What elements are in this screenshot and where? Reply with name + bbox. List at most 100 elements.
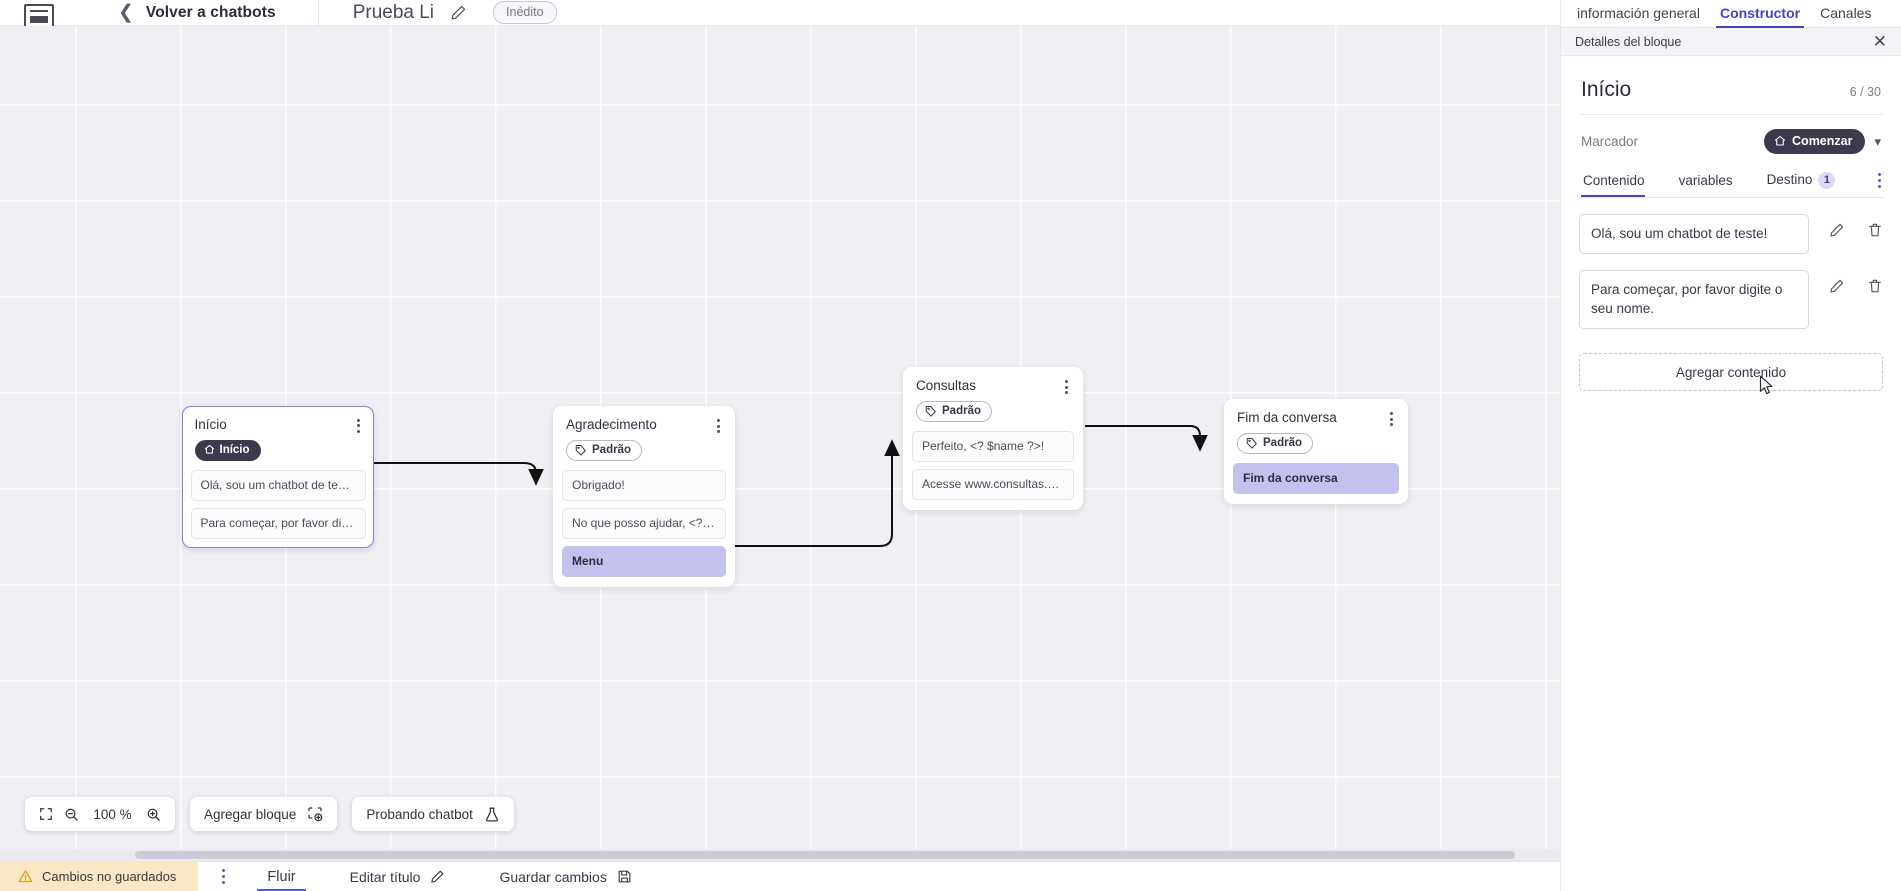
- mouse-cursor: [1759, 375, 1775, 397]
- content-item-text[interactable]: Olá, sou um chatbot de teste!: [1579, 214, 1809, 255]
- node-tag-row: Padrão: [912, 394, 1074, 424]
- marcador-value-group[interactable]: Comenzar ▾: [1764, 129, 1881, 154]
- zoom-controls: 100 %: [25, 797, 175, 831]
- edit-title-label: Editar título: [349, 868, 421, 885]
- node-title: Consultas: [916, 378, 977, 393]
- add-block-label: Agregar bloque: [204, 806, 297, 822]
- marcador-value-pill[interactable]: Comenzar: [1764, 129, 1866, 154]
- tab-informacion-general[interactable]: información general: [1577, 5, 1700, 21]
- trash-icon[interactable]: [1867, 222, 1883, 238]
- tab-constructor[interactable]: Constructor: [1710, 5, 1810, 28]
- panel-tabs: información general Constructor Canales: [1561, 0, 1901, 28]
- pencil-icon[interactable]: [1829, 222, 1845, 238]
- flow-node-agradecimento[interactable]: Agradecimento Padrão Obrigado! No que po…: [553, 406, 735, 587]
- tag-icon: [575, 445, 586, 456]
- status-badge: Inédito: [493, 1, 557, 24]
- chevron-down-icon[interactable]: ▾: [1874, 133, 1881, 149]
- content-item-actions: [1809, 270, 1883, 294]
- node-tag-row: Início: [191, 433, 366, 463]
- node-title: Início: [194, 416, 227, 432]
- tag-icon: [1246, 438, 1257, 449]
- node-menu-icon[interactable]: [1065, 376, 1074, 394]
- node-menu-item[interactable]: Menu: [562, 546, 726, 577]
- home-icon: [1774, 135, 1786, 146]
- close-icon[interactable]: ✕: [1872, 32, 1887, 51]
- content-item-row: Olá, sou um chatbot de teste!: [1579, 214, 1883, 255]
- save-changes-button[interactable]: Guardar cambios: [481, 862, 649, 891]
- top-bar: ❮ Volver a chatbots Prueba Li Inédito: [0, 0, 1560, 30]
- trash-icon[interactable]: [1867, 278, 1883, 294]
- back-to-chatbots-link[interactable]: Volver a chatbots: [145, 3, 276, 21]
- node-menu-icon[interactable]: [356, 415, 366, 433]
- edit-bot-title-icon[interactable]: [450, 4, 467, 21]
- tab-contenido[interactable]: Contenido: [1581, 173, 1659, 197]
- node-menu-item[interactable]: Fim da conversa: [1233, 463, 1399, 494]
- canvas-horizontal-scrollbar[interactable]: [0, 849, 1560, 861]
- marcador-label: Marcador: [1581, 134, 1639, 149]
- save-changes-label: Guardar cambios: [499, 868, 607, 885]
- back-chevron-icon[interactable]: ❮: [118, 2, 134, 23]
- node-menu-icon[interactable]: [717, 415, 726, 433]
- node-tag-label: Padrão: [592, 444, 631, 456]
- unsaved-changes-indicator: Cambios no guardados: [0, 861, 199, 891]
- node-header: Início: [191, 415, 366, 433]
- fit-screen-icon[interactable]: [39, 807, 53, 821]
- marcador-row: Marcador Comenzar ▾: [1579, 115, 1883, 168]
- node-message[interactable]: Perfeito, <? $name ?>!: [912, 431, 1074, 462]
- node-header: Consultas: [912, 376, 1074, 394]
- node-message[interactable]: Acesse www.consultas.com par...: [912, 469, 1074, 500]
- tab-variables[interactable]: variables: [1678, 173, 1733, 188]
- node-message[interactable]: Para começar, por favor digite o ...: [190, 507, 366, 539]
- flow-node-fim-da-conversa[interactable]: Fim da conversa Padrão Fim da conversa: [1224, 399, 1408, 504]
- tab-canales[interactable]: Canales: [1820, 5, 1872, 21]
- node-tag-default: Padrão: [566, 440, 642, 461]
- node-tag-label: Padrão: [1263, 437, 1302, 449]
- bot-title: Prueba Li: [352, 1, 435, 23]
- save-icon: [617, 869, 632, 884]
- status-bar-menu-icon[interactable]: [198, 869, 249, 884]
- flow-node-inicio[interactable]: Início Início Olá, sou um chatbot de tes…: [182, 406, 374, 548]
- node-message[interactable]: Obrigado!: [562, 470, 726, 501]
- marcador-value-label: Comenzar: [1792, 134, 1853, 148]
- content-item-text[interactable]: Para começar, por favor digite o seu nom…: [1579, 270, 1809, 330]
- pencil-icon: [430, 869, 445, 884]
- flow-node-consultas[interactable]: Consultas Padrão Perfeito, <? $name ?>! …: [903, 367, 1083, 510]
- app-logo-icon[interactable]: [22, 0, 56, 30]
- node-tag-label: Início: [219, 443, 250, 456]
- tab-fluir[interactable]: Fluir: [249, 862, 313, 891]
- node-tag-row: Padrão: [1233, 426, 1399, 456]
- flask-icon: [484, 806, 500, 823]
- warning-icon: [18, 869, 33, 884]
- node-tag-row: Padrão: [562, 433, 726, 463]
- canvas-toolbar: 100 % Agregar bloque Probando chatbot: [25, 797, 514, 831]
- panel-tabs-menu-icon[interactable]: [1878, 173, 1881, 188]
- zoom-level: 100 %: [93, 806, 132, 822]
- tag-icon: [925, 406, 936, 417]
- block-title-row: Início 6 / 30: [1579, 56, 1883, 115]
- node-message[interactable]: No que posso ajudar, <? $name ...: [562, 508, 726, 539]
- test-chatbot-label: Probando chatbot: [366, 806, 473, 822]
- add-block-button[interactable]: Agregar bloque: [190, 797, 338, 831]
- add-content-button[interactable]: Agregar contenido: [1579, 353, 1883, 392]
- node-menu-icon[interactable]: [1390, 408, 1399, 426]
- zoom-in-icon[interactable]: [146, 807, 161, 822]
- edit-title-button[interactable]: Editar título: [332, 862, 464, 891]
- zoom-out-icon[interactable]: [64, 807, 79, 822]
- tab-destino-label: Destino: [1766, 172, 1813, 187]
- scrollbar-thumb[interactable]: [135, 851, 1515, 859]
- toolbar-divider: [317, 0, 319, 30]
- home-icon: [204, 444, 214, 454]
- node-message[interactable]: Olá, sou um chatbot de teste!: [190, 469, 366, 501]
- test-chatbot-button[interactable]: Probando chatbot: [352, 797, 514, 831]
- char-counter: 6 / 30: [1849, 85, 1881, 99]
- pencil-icon[interactable]: [1829, 278, 1845, 294]
- status-bar: Cambios no guardados Fluir Editar título…: [0, 861, 1560, 891]
- flow-canvas[interactable]: Início Início Olá, sou um chatbot de tes…: [0, 26, 1560, 861]
- block-details-panel: información general Constructor Canales …: [1560, 0, 1901, 891]
- node-tag-label: Padrão: [942, 405, 981, 417]
- node-tag-default: Padrão: [1237, 433, 1313, 454]
- flow-connectors: [373, 425, 1208, 547]
- content-item-actions: [1809, 214, 1883, 238]
